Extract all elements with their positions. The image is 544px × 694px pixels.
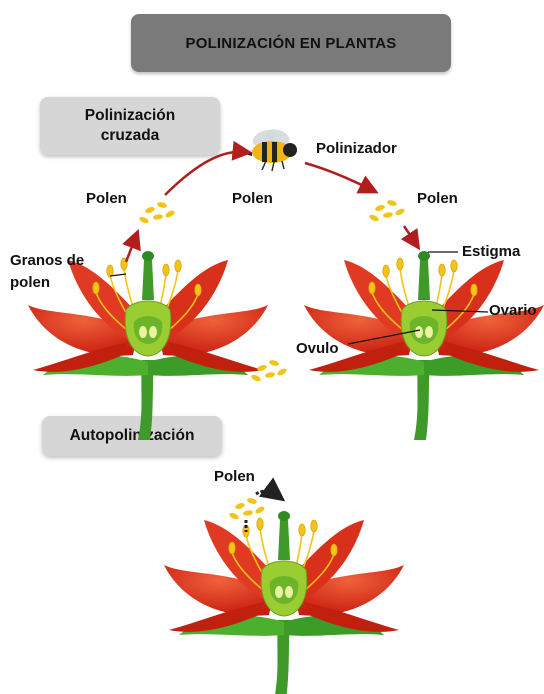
label-grains-line2: polen [10, 272, 84, 294]
arrow-icon [256, 491, 278, 496]
label-polen-middle: Polen [232, 190, 273, 207]
flower-icon [304, 251, 544, 440]
label-ovule: Ovulo [296, 340, 339, 357]
label-pollinator: Polinizador [316, 140, 397, 157]
arrow-icon [404, 226, 416, 244]
flower-icon [164, 511, 404, 694]
label-polen-right: Polen [417, 190, 458, 207]
label-grains-line1: Granos de [10, 250, 84, 272]
arrow-icon [165, 152, 245, 195]
pollen-grain-icon [228, 497, 265, 520]
bee-icon [245, 126, 297, 171]
arrow-icon [126, 236, 136, 262]
pollen-grain-icon [368, 199, 405, 222]
label-polen-left: Polen [86, 190, 127, 207]
label-ovary: Ovario [489, 302, 537, 319]
arrow-icon [305, 163, 372, 190]
label-stigma: Estigma [462, 243, 520, 260]
label-polen-self: Polen [214, 468, 255, 485]
label-pollen-grains: Granos de polen [10, 250, 84, 294]
pollen-grain-icon [138, 201, 175, 224]
